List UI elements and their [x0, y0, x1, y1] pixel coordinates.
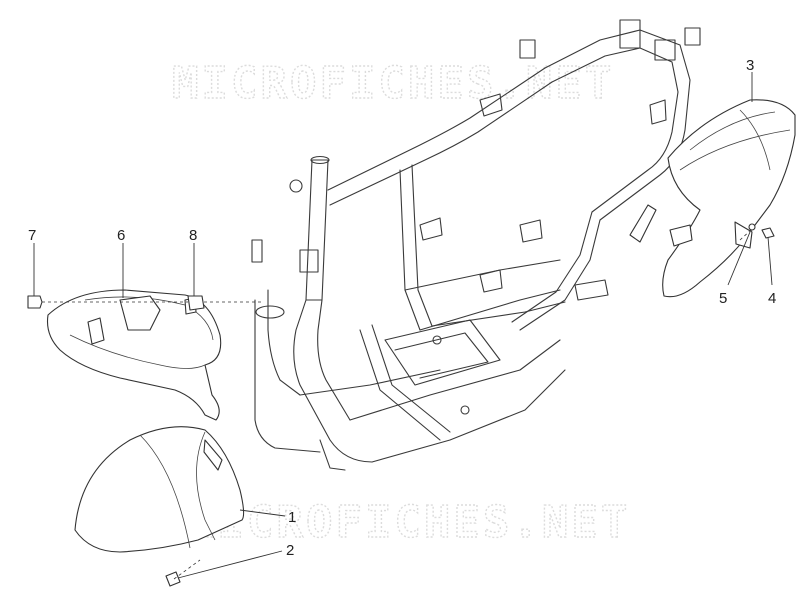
screw-2	[165, 571, 181, 587]
callout-4: 4	[768, 290, 776, 307]
washer-5	[748, 223, 756, 231]
screw-7	[27, 295, 43, 309]
callout-7: 7	[28, 227, 36, 244]
callout-2: 2	[286, 542, 294, 559]
scooter-frame	[251, 19, 701, 471]
clip-nut-8	[187, 295, 205, 311]
watermark-top: MICROFICHES.NET	[172, 58, 614, 109]
callout-1: 1	[288, 509, 296, 526]
rear-mudguard	[629, 99, 796, 298]
callout-5: 5	[719, 290, 727, 307]
watermark-bottom: MICROFICHES.NET	[188, 497, 630, 548]
front-mudguard	[74, 426, 245, 553]
callout-3: 3	[746, 57, 754, 74]
leader-lines	[33, 72, 773, 580]
hardware	[27, 223, 775, 587]
callout-6: 6	[117, 227, 125, 244]
callout-8: 8	[189, 227, 197, 244]
callouts: 1 2 3 4 5 6 7 8	[28, 57, 776, 559]
screw-4	[761, 227, 775, 239]
